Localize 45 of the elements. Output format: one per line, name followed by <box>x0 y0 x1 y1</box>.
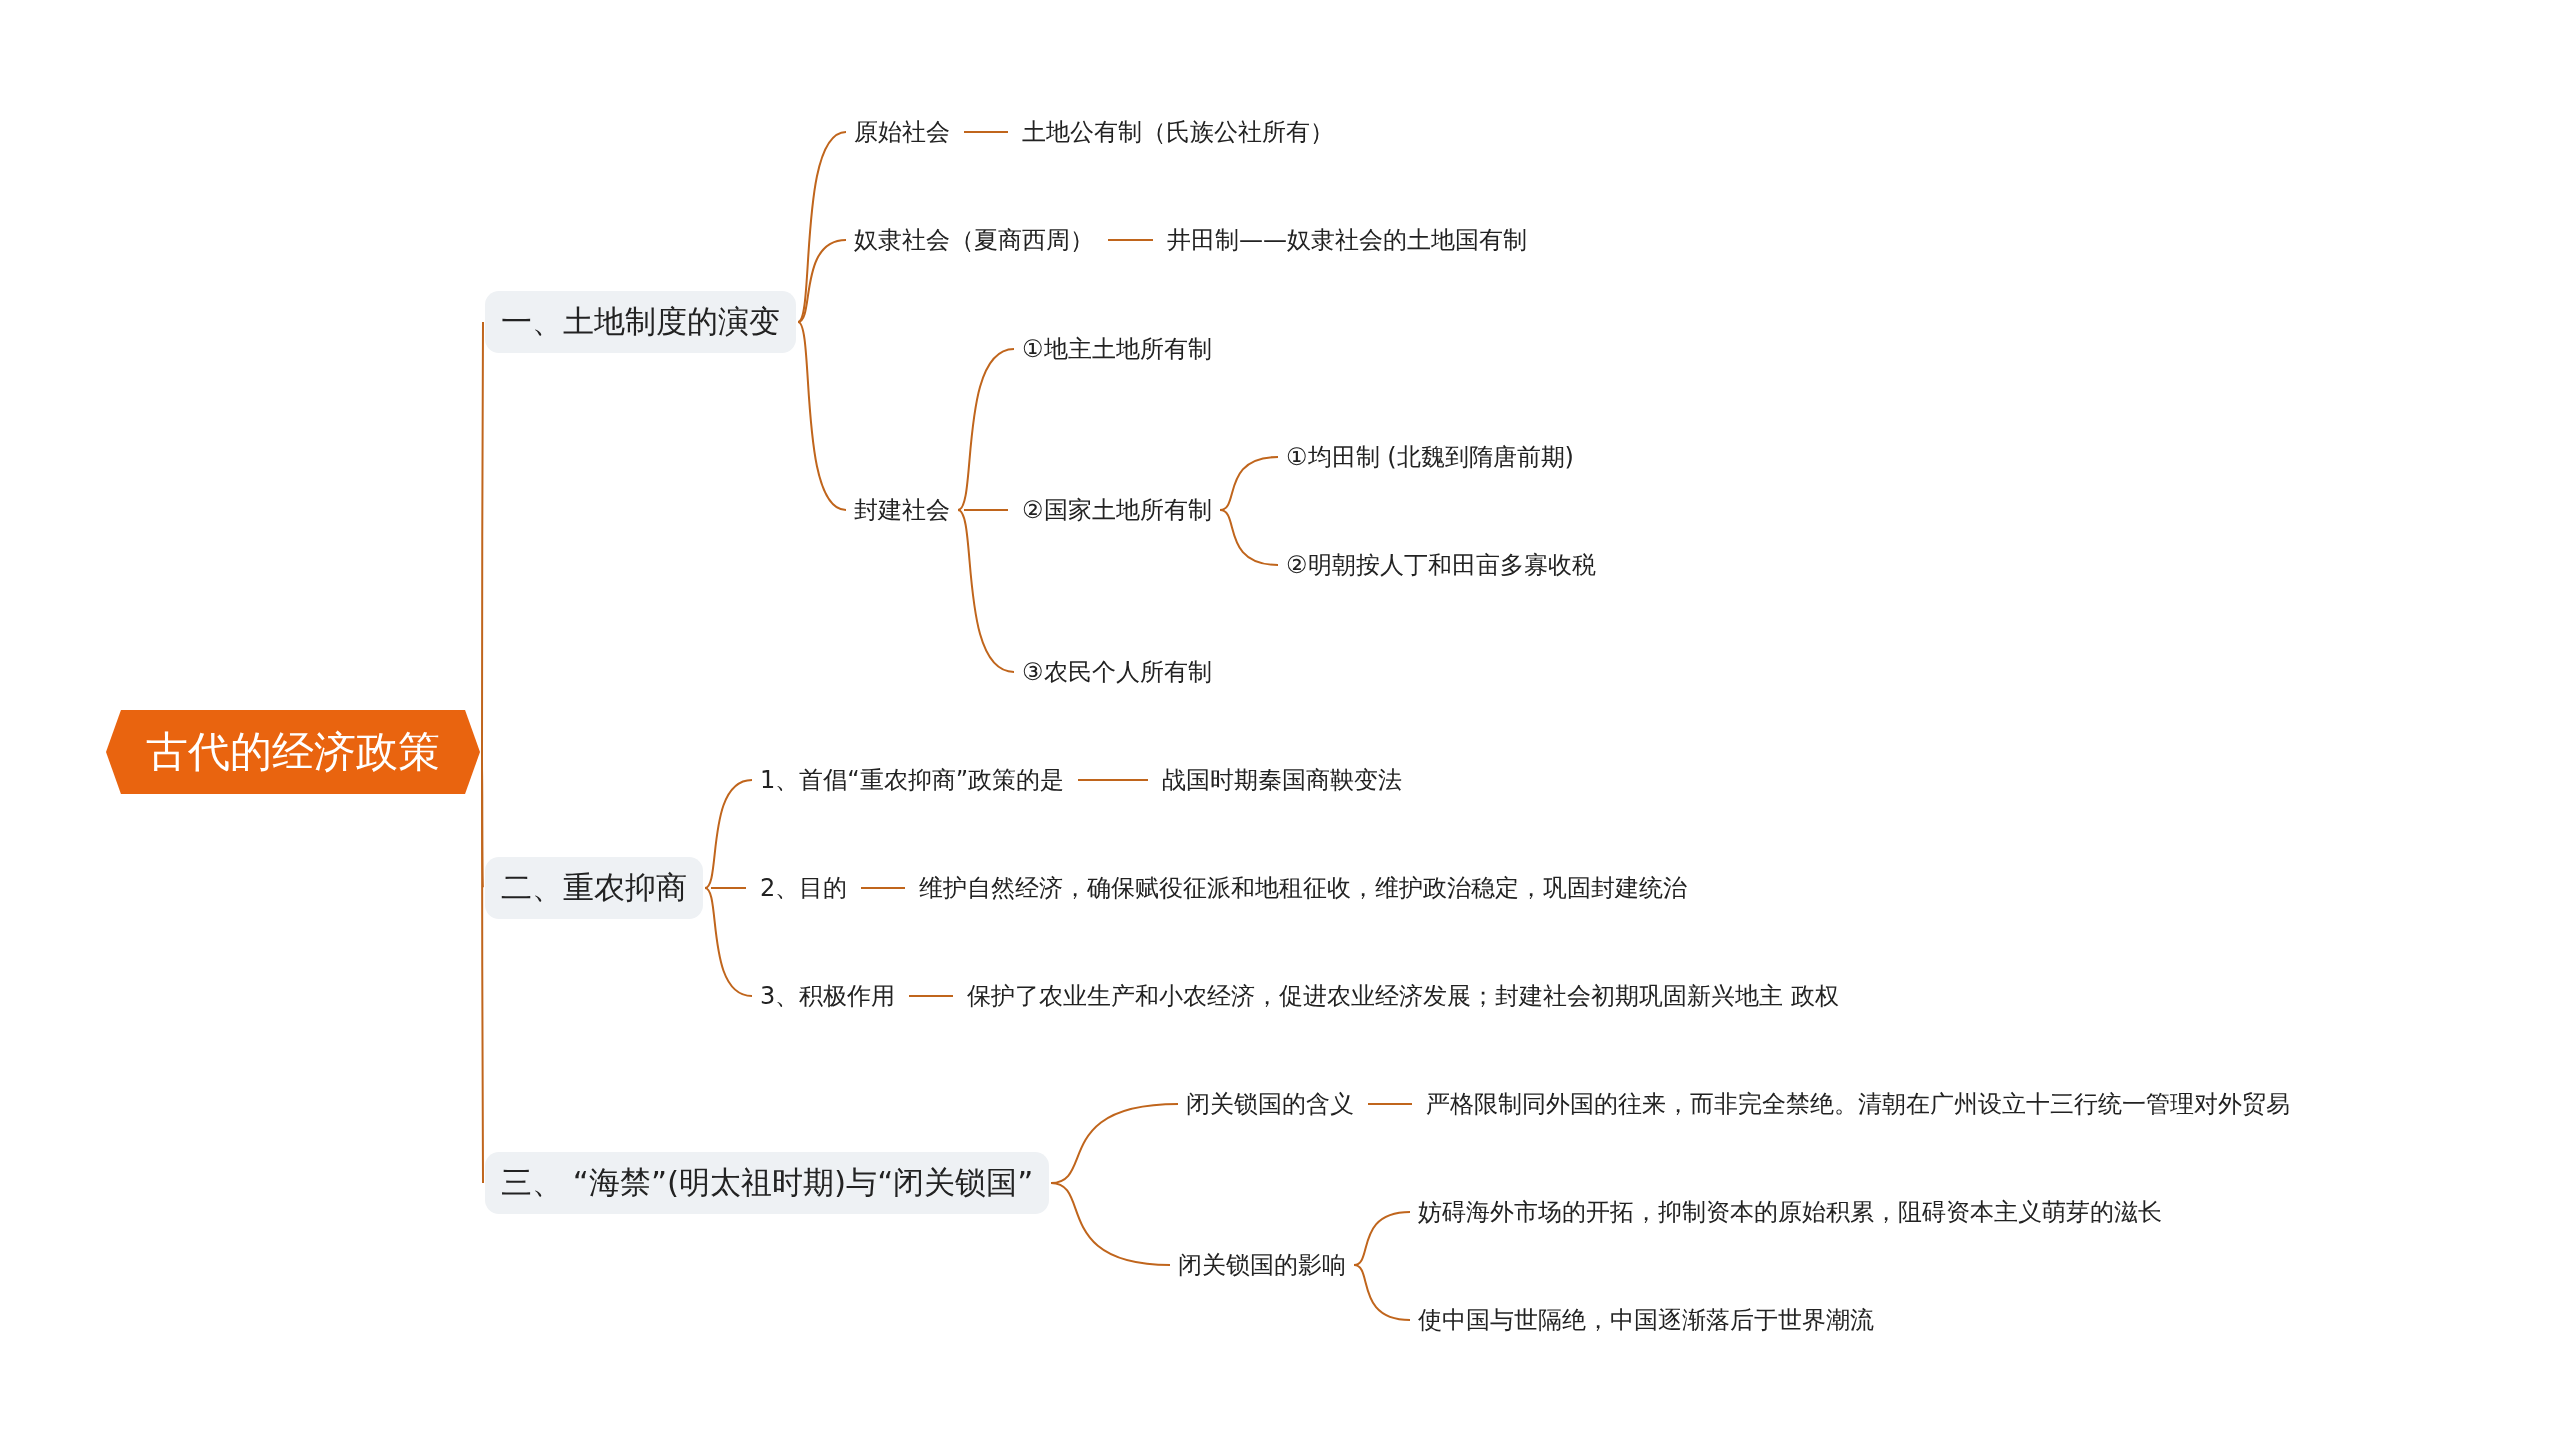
topic-text: 井田制——奴隶社会的土地国有制 <box>1161 220 1533 260</box>
topic-text: 妨碍海外市场的开拓，抑制资本的原始积累，阻碍资本主义萌芽的滋长 <box>1412 1192 2168 1232</box>
topic-text: 闭关锁国的含义 <box>1180 1084 1360 1124</box>
topic-text: ②明朝按人丁和田亩多寡收税 <box>1280 545 1602 585</box>
topic-text: ②国家土地所有制 <box>1016 490 1218 530</box>
topic-text: 土地公有制（氏族公社所有） <box>1016 112 1340 152</box>
topic-text: 战国时期秦国商鞅变法 <box>1156 760 1408 800</box>
topic-text: ③农民个人所有制 <box>1016 652 1218 692</box>
topic-text: 1、首倡“重农抑商”政策的是 <box>754 760 1071 800</box>
connector-line <box>481 321 484 753</box>
connector-line <box>963 509 1009 511</box>
topic-text: 严格限制同外国的往来，而非完全禁绝。清朝在广州设立十三行统一管理对外贸易 <box>1420 1084 2296 1124</box>
topic-text: 3、积极作用 <box>754 976 902 1016</box>
topic-text: 维护自然经济，确保赋役征派和地租征收，维护政治稳定，巩固封建统治 <box>913 868 1693 908</box>
connector-line <box>1077 779 1149 781</box>
topic-text: 闭关锁国的影响 <box>1172 1245 1352 1285</box>
connector-line <box>797 321 847 511</box>
connector-line <box>908 995 954 997</box>
branch-box: 二、重农抑商 <box>485 857 703 919</box>
topic-text: 原始社会 <box>848 112 956 152</box>
topic-text: ①均田制 (北魏到隋唐前期) <box>1280 437 1580 477</box>
topic-text: ①地主土地所有制 <box>1016 329 1218 369</box>
connector-line <box>957 348 1015 511</box>
connector-line <box>1353 1264 1411 1321</box>
connector-line <box>1107 239 1154 241</box>
connector-line <box>704 887 753 997</box>
branch-box: 一、土地制度的演变 <box>485 291 796 353</box>
topic-text: 保护了农业生产和小农经济，促进农业经济发展；封建社会初期巩固新兴地主 政权 <box>961 976 1845 1016</box>
connector-line <box>704 779 753 889</box>
connector-line <box>957 509 1015 673</box>
connector-line <box>797 131 847 323</box>
connector-line <box>1367 1103 1413 1105</box>
connector-line <box>710 887 747 889</box>
connector-line <box>797 239 847 323</box>
connector-line <box>1219 509 1279 566</box>
topic-text: 封建社会 <box>848 490 956 530</box>
connector-line <box>963 131 1009 133</box>
connector-line <box>1050 1182 1171 1266</box>
topic-text: 2、目的 <box>754 868 854 908</box>
connector-line <box>860 887 906 889</box>
connector-line <box>481 751 484 1184</box>
branch-box: 三、 “海禁”(明太祖时期)与“闭关锁国” <box>485 1152 1050 1214</box>
topic-text: 奴隶社会（夏商西周） <box>848 220 1100 260</box>
topic-hexagon: 古代的经济政策 <box>106 710 480 794</box>
topic-text: 使中国与世隔绝，中国逐渐落后于世界潮流 <box>1412 1300 1880 1340</box>
